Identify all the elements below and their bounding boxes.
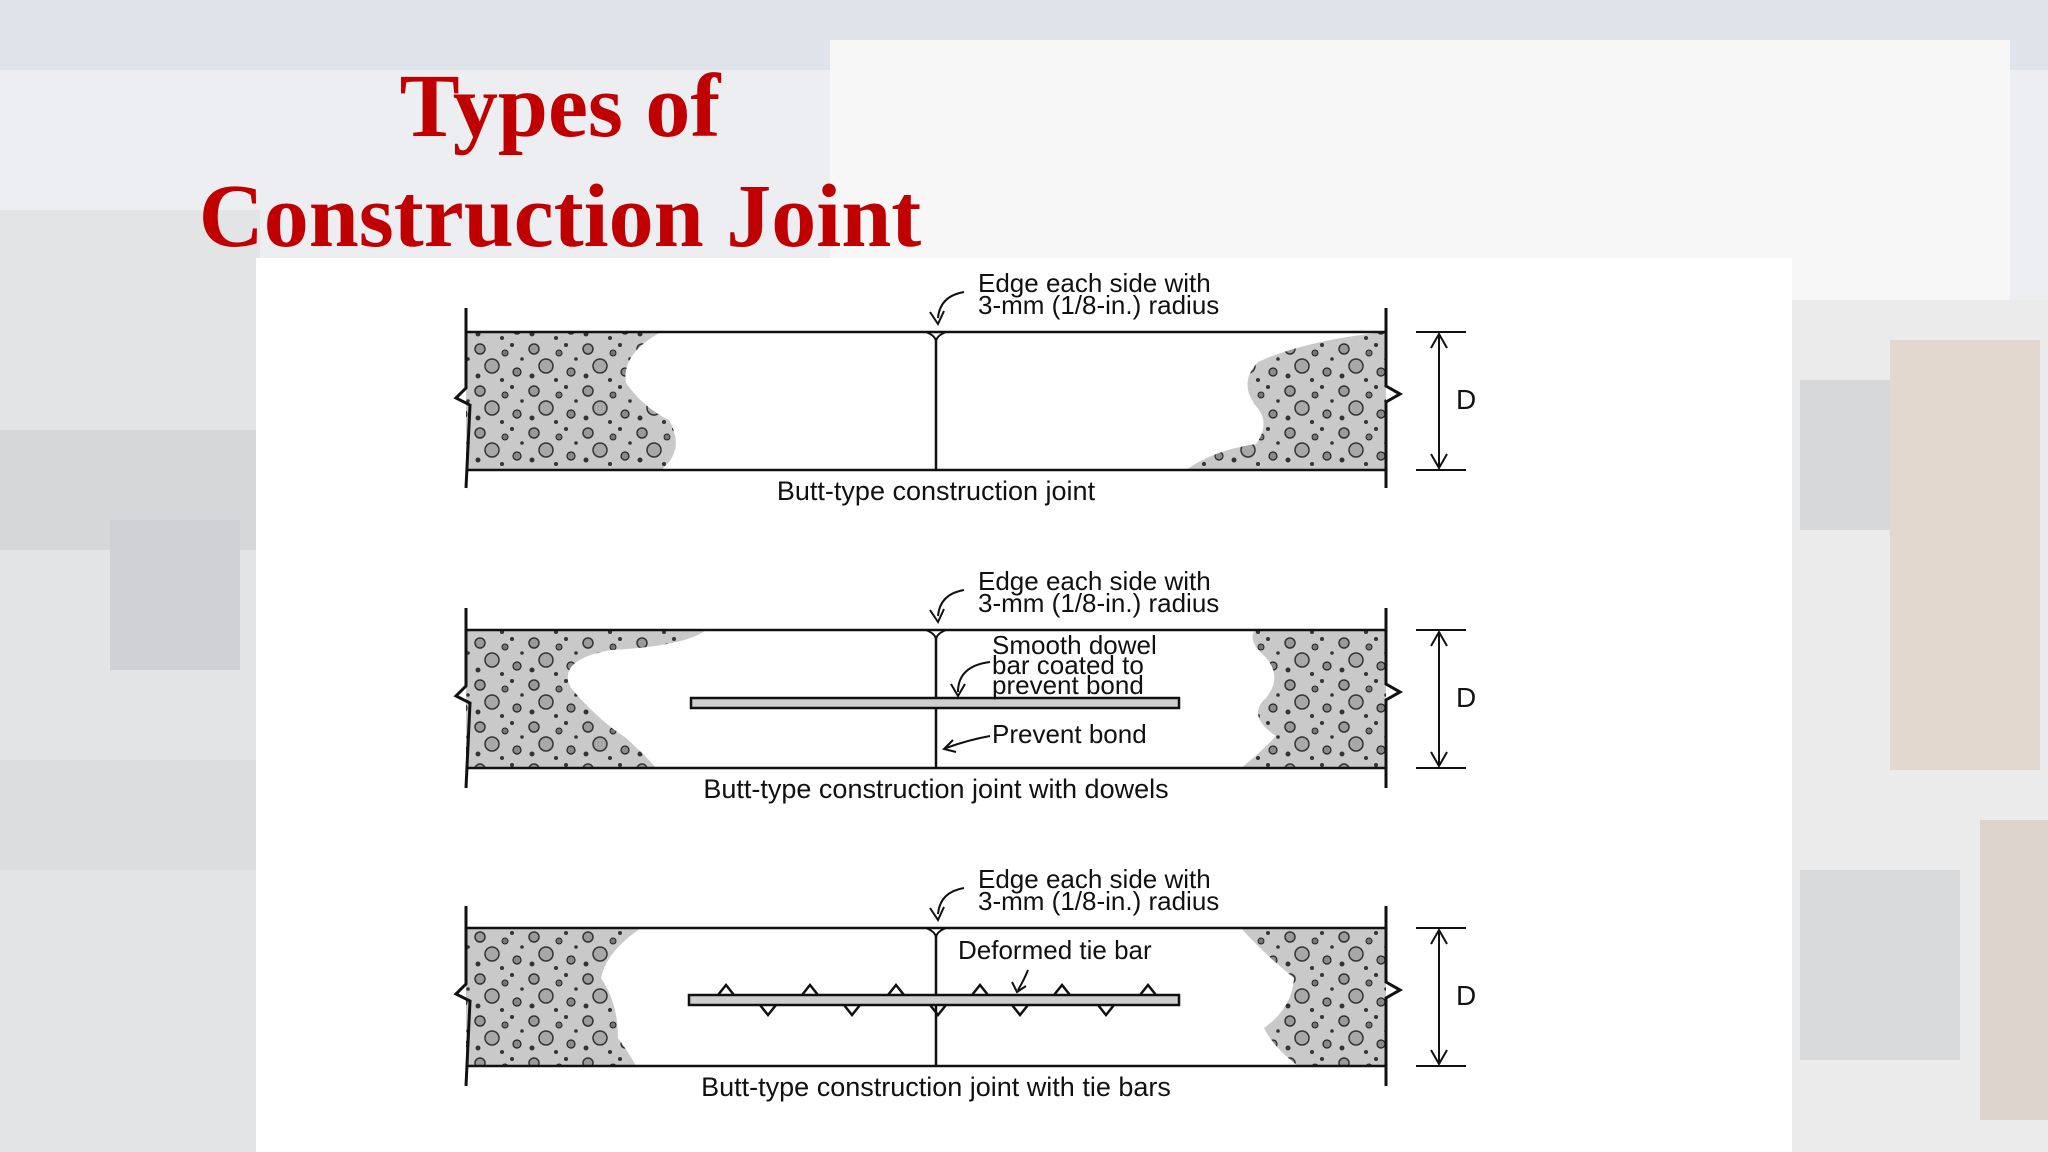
dowel-joint-diagram: Edge each side with 3-mm (1/8-in.) radiu…	[453, 566, 1476, 804]
concrete-left-3	[466, 928, 641, 1066]
dimension-label-2: D	[1456, 682, 1476, 713]
edge-label-2-line-1: Edge each side with	[978, 566, 1211, 596]
diagram-panel: Edge each side with 3-mm (1/8-in.) radiu…	[256, 258, 1792, 1152]
joint-edge-radius-2	[925, 629, 947, 641]
slab-left-edge-2	[453, 608, 472, 789]
edge-arrowhead-2	[929, 608, 945, 625]
tie-bar-label: Deformed tie bar	[958, 935, 1152, 965]
dim-arrow-up-3	[1430, 927, 1448, 945]
edge-label-3-line-2: 3-mm (1/8-in.) radius	[978, 886, 1219, 916]
concrete-right-1	[1186, 332, 1386, 470]
tie-bar	[687, 993, 1181, 1007]
bond-arrowhead	[942, 739, 957, 753]
concrete-left-1	[466, 332, 676, 470]
dowel-label-line-3: prevent bond	[992, 670, 1144, 700]
slab-left-edge-3	[453, 906, 472, 1087]
tie-bar-deformations	[717, 982, 1157, 1018]
edge-label-2-line-2: 3-mm (1/8-in.) radius	[978, 588, 1219, 618]
caption-1: Butt-type construction joint	[777, 476, 1096, 506]
dowel-arrowhead	[950, 683, 966, 698]
slab-right-edge-1	[1384, 308, 1404, 488]
concrete-left-2	[466, 630, 706, 768]
joint-edge-radius-1	[925, 331, 947, 343]
concrete-right-3	[1241, 928, 1386, 1066]
slide-title-line-2: Construction Joint	[198, 167, 922, 266]
slab-left-edge-1	[453, 308, 472, 489]
tie-bar-arrowhead	[1011, 981, 1027, 994]
prevent-bond-label: Prevent bond	[992, 719, 1147, 749]
edge-arrowhead-1	[929, 310, 945, 327]
slab-right-edge-2	[1384, 608, 1404, 788]
bond-arrow	[945, 735, 991, 749]
tie-bar-joint-diagram: Edge each side with 3-mm (1/8-in.) radiu…	[453, 864, 1476, 1102]
caption-2: Butt-type construction joint with dowels	[703, 774, 1168, 804]
slide-title-line-1: Types of	[399, 57, 721, 156]
dimension-label-3: D	[1456, 980, 1476, 1011]
slab-right-edge-3	[1384, 906, 1404, 1086]
dim-arrow-down-1	[1430, 453, 1448, 471]
edge-arrow-2	[937, 589, 965, 617]
dim-arrow-up-2	[1430, 629, 1448, 647]
edge-label-3-line-1: Edge each side with	[978, 864, 1211, 894]
joint-edge-radius-3	[925, 927, 947, 939]
dimension-label-1: D	[1456, 384, 1476, 415]
butt-joint-diagram: Edge each side with 3-mm (1/8-in.) radiu…	[453, 268, 1476, 506]
dowel-label-line-2: bar coated to	[992, 650, 1144, 680]
dowel-label-line-1: Smooth dowel	[992, 630, 1157, 660]
edge-arrowhead-3	[929, 906, 945, 923]
dim-arrow-up-1	[1430, 331, 1448, 349]
concrete-right-2	[1241, 630, 1386, 768]
edge-arrow-3	[937, 887, 965, 915]
construction-joint-diagram: Edge each side with 3-mm (1/8-in.) radiu…	[453, 268, 1476, 1102]
tie-bar-arrow	[1017, 969, 1029, 991]
dim-arrow-down-3	[1430, 1049, 1448, 1067]
dowel-arrow	[957, 661, 991, 693]
slide-title: Types of Construction Joint	[150, 52, 970, 272]
dim-arrow-down-2	[1430, 751, 1448, 769]
edge-label-1-line-2: 3-mm (1/8-in.) radius	[978, 290, 1219, 320]
dowel-bar	[689, 696, 1181, 710]
caption-3: Butt-type construction joint with tie ba…	[701, 1072, 1171, 1102]
edge-label-1-line-1: Edge each side with	[978, 268, 1211, 298]
edge-arrow-1	[937, 291, 965, 319]
